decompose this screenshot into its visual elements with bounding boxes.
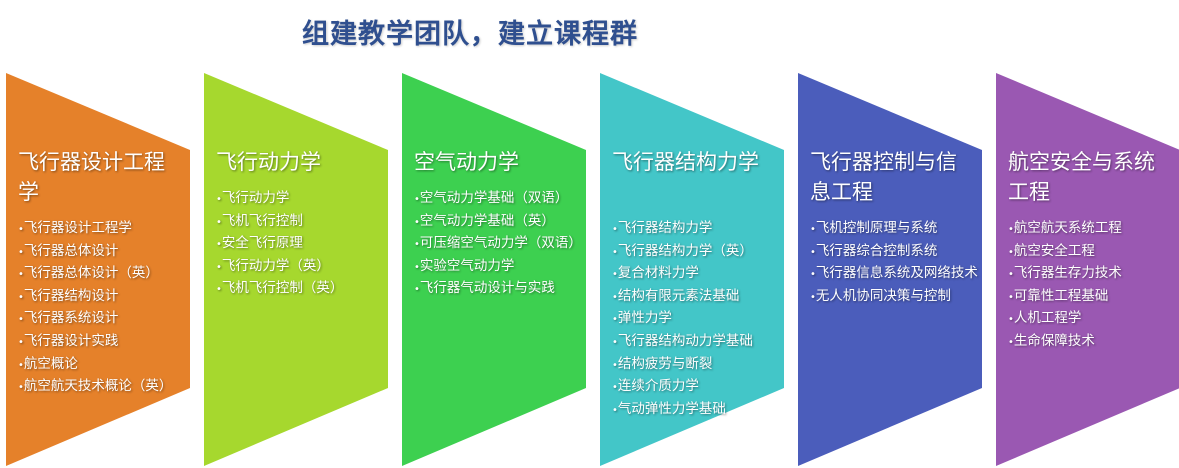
group-title: 飞行器设计工程学 [18, 150, 165, 204]
course-item: 飞行器信息系统及网络技术 [810, 263, 982, 286]
course-item: 航空安全工程 [1008, 241, 1179, 264]
course-item: 连续介质力学 [612, 376, 784, 399]
course-item: 飞行器结构力学（英） [612, 241, 784, 264]
group-title: 空气动力学 [414, 150, 519, 174]
course-list: 空气动力学基础（双语）空气动力学基础（英）可压缩空气动力学（双语）实验空气动力学… [414, 188, 586, 301]
course-item: 结构有限元素法基础 [612, 286, 784, 309]
course-list: 航空航天系统工程航空安全工程飞行器生存力技术可靠性工程基础人机工程学生命保障技术 [1008, 218, 1179, 354]
course-item: 飞行器结构设计 [18, 286, 190, 309]
course-item: 空气动力学基础（双语） [414, 188, 586, 211]
group-title: 飞行器控制与信息工程 [810, 150, 957, 204]
course-group-3: 空气动力学空气动力学基础（双语）空气动力学基础（英）可压缩空气动力学（双语）实验… [402, 73, 588, 466]
course-item: 生命保障技术 [1008, 331, 1179, 354]
course-group-4: 飞行器结构力学飞行器结构力学飞行器结构力学（英）复合材料力学结构有限元素法基础弹… [600, 73, 786, 466]
group-title: 航空安全与系统工程 [1008, 150, 1155, 204]
course-list: 飞行器设计工程学飞行器总体设计飞行器总体设计（英）飞行器结构设计飞行器系统设计飞… [18, 218, 190, 399]
course-item: 飞机控制原理与系统 [810, 218, 982, 241]
course-item: 飞行器设计实践 [18, 331, 190, 354]
group-title: 飞行器结构力学 [612, 150, 759, 174]
course-item: 安全飞行原理 [216, 233, 388, 256]
page-title: 组建教学团队，建立课程群 [302, 19, 638, 50]
course-item: 航空航天系统工程 [1008, 218, 1179, 241]
course-item: 飞行器生存力技术 [1008, 263, 1179, 286]
course-list: 飞行动力学飞机飞行控制安全飞行原理飞行动力学（英）飞机飞行控制（英） [216, 188, 388, 301]
course-item: 飞行器总体设计 [18, 241, 190, 264]
course-group-2: 飞行动力学飞行动力学飞机飞行控制安全飞行原理飞行动力学（英）飞机飞行控制（英） [204, 73, 390, 466]
group-title: 飞行动力学 [216, 150, 321, 174]
course-item: 可靠性工程基础 [1008, 286, 1179, 309]
course-group-6: 航空安全与系统工程航空航天系统工程航空安全工程飞行器生存力技术可靠性工程基础人机… [996, 73, 1179, 466]
course-item: 无人机协同决策与控制 [810, 286, 982, 309]
course-item: 飞行器气动设计与实践 [414, 278, 586, 301]
course-item: 弹性力学 [612, 308, 784, 331]
course-item: 飞行器综合控制系统 [810, 241, 982, 264]
course-group-5: 飞行器控制与信息工程飞机控制原理与系统飞行器综合控制系统飞行器信息系统及网络技术… [798, 73, 984, 466]
course-group-1: 飞行器设计工程学飞行器设计工程学飞行器总体设计飞行器总体设计（英）飞行器结构设计… [6, 73, 192, 466]
course-item: 飞行器设计工程学 [18, 218, 190, 241]
course-item: 飞行器结构力学 [612, 218, 784, 241]
course-item: 飞行器总体设计（英） [18, 263, 190, 286]
course-item: 飞机飞行控制 [216, 211, 388, 234]
course-item: 飞机飞行控制（英） [216, 278, 388, 301]
course-item: 结构疲劳与断裂 [612, 354, 784, 377]
course-item: 飞行动力学 [216, 188, 388, 211]
course-item: 航空概论 [18, 354, 190, 377]
course-item: 可压缩空气动力学（双语） [414, 233, 586, 256]
course-item: 飞行器系统设计 [18, 308, 190, 331]
course-list: 飞机控制原理与系统飞行器综合控制系统飞行器信息系统及网络技术无人机协同决策与控制 [810, 218, 982, 308]
course-item: 飞行器结构动力学基础 [612, 331, 784, 354]
course-item: 实验空气动力学 [414, 256, 586, 279]
course-list: 飞行器结构力学飞行器结构力学（英）复合材料力学结构有限元素法基础弹性力学飞行器结… [612, 218, 784, 421]
course-item: 空气动力学基础（英） [414, 211, 586, 234]
course-item: 航空航天技术概论（英） [18, 376, 190, 399]
course-item: 飞行动力学（英） [216, 256, 388, 279]
course-item: 气动弹性力学基础 [612, 399, 784, 422]
course-item: 人机工程学 [1008, 308, 1179, 331]
course-item: 复合材料力学 [612, 263, 784, 286]
